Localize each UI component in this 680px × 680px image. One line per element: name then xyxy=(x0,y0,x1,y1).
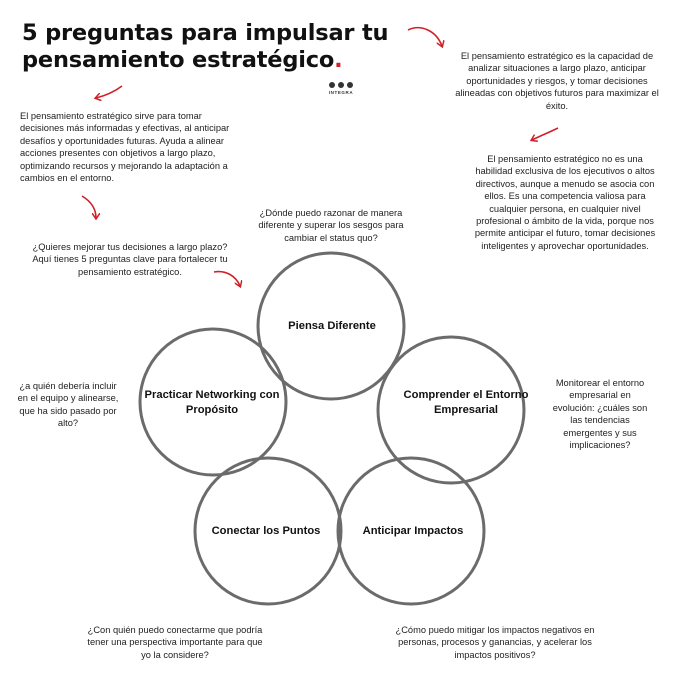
title-accent-dot: . xyxy=(334,47,343,73)
label-entorno-empresarial: Comprender el Entorno Empresarial xyxy=(403,389,529,416)
question-piensa-diferente: ¿Dónde puedo razonar de manera diferente… xyxy=(258,208,404,243)
label-conectar-puntos: Conectar los Puntos xyxy=(211,525,321,537)
title-line-2: pensamiento estratégico. xyxy=(22,47,343,73)
integra-logo: INTEGRA xyxy=(326,82,356,95)
circle-networking xyxy=(138,327,288,477)
logo-dots-icon xyxy=(326,82,356,88)
title-line-1: 5 preguntas para impulsar tu xyxy=(22,20,389,46)
question-conectar-puntos: ¿Con quién puedo conectarme que podría t… xyxy=(87,625,263,660)
intro-right-text: El pensamiento estratégico es la capacid… xyxy=(455,51,659,111)
page-title: 5 preguntas para impulsar tu pensamiento… xyxy=(22,20,442,74)
circle-conectar-puntos xyxy=(193,456,343,606)
question-anticipar-impactos: ¿Cómo puedo mitigar los impactos negativ… xyxy=(395,625,595,660)
cta-text: ¿Quieres mejorar tus decisiones a largo … xyxy=(32,242,228,277)
label-networking: Practicar Networking con Propósito xyxy=(144,389,280,416)
note-right-text: El pensamiento estratégico no es una hab… xyxy=(474,154,656,251)
question-entorno-empresarial: Monitorear el entorno empresarial en evo… xyxy=(552,378,648,451)
intro-left-text: El pensamiento estratégico sirve para to… xyxy=(20,111,230,184)
circle-piensa-diferente xyxy=(256,251,406,401)
label-anticipar-impactos: Anticipar Impactos xyxy=(362,525,464,537)
question-networking: ¿a quién debería incluir en el equipo y … xyxy=(17,381,119,429)
circle-entorno-empresarial xyxy=(376,335,526,485)
logo-text: INTEGRA xyxy=(328,90,354,95)
label-piensa-diferente: Piensa Diferente xyxy=(288,320,376,332)
circle-anticipar-impactos xyxy=(336,456,486,606)
